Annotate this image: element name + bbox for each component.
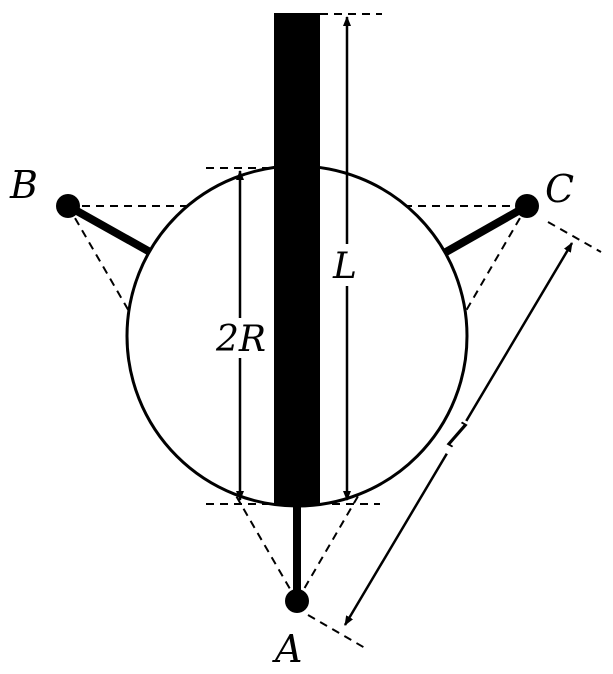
label-bg-L [331, 244, 363, 286]
vertical-rod [274, 13, 320, 505]
guide-l-top [547, 221, 602, 253]
arm-c [444, 202, 529, 256]
point-a [285, 589, 309, 613]
arm-b [66, 202, 152, 256]
point-c [515, 194, 539, 218]
label-bg-2R [214, 318, 268, 358]
label-rod-length: L [332, 246, 357, 287]
label-bg-l [437, 415, 475, 459]
label-a: A [272, 627, 302, 671]
label-b: B [9, 163, 38, 207]
label-c: C [545, 167, 574, 211]
guide-l-bottom [307, 614, 366, 649]
label-diameter: 2R [215, 319, 266, 360]
point-b [56, 194, 80, 218]
